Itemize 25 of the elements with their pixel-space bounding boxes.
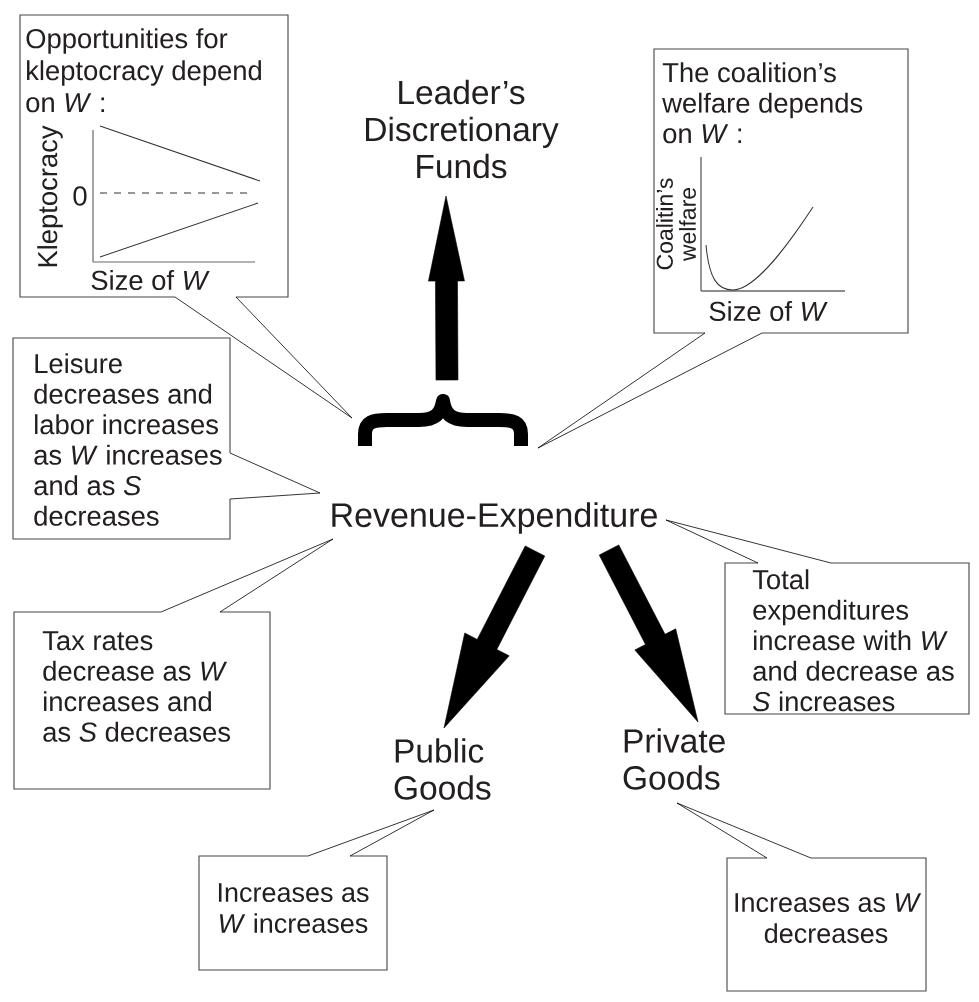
callout-pointer xyxy=(537,332,763,449)
callout-pointer xyxy=(174,296,353,419)
concept-label: Leader’s Discretionary Funds xyxy=(366,79,559,179)
callout-pointer xyxy=(307,809,435,857)
block-arrow xyxy=(428,195,465,381)
axis-label: Coalitin’s welfare xyxy=(656,178,696,270)
callout-box: Leisure decreases and labor increases as W increases and as S decreases xyxy=(12,337,231,540)
callout-pointer xyxy=(665,519,832,564)
callout-box: Increases as W decreases xyxy=(726,857,927,992)
block-arrow xyxy=(443,545,546,729)
axis-label: Size of W xyxy=(709,300,828,322)
curly-brace xyxy=(358,394,528,446)
callout-box: Tax rates decrease as W increases and as S decreases xyxy=(13,611,271,790)
concept-label: Public Goods xyxy=(394,738,491,800)
callout-pointer xyxy=(676,802,812,859)
concept-label: Private Goods xyxy=(623,728,725,790)
axis-label: Kleptocracy xyxy=(37,125,63,267)
callout-pointer xyxy=(160,538,334,613)
callout-box: Total expenditures increase with W and decrease as S increases xyxy=(724,562,970,715)
tick-label: 0 xyxy=(73,186,87,206)
concept-label: Revenue-Expenditure xyxy=(332,502,657,534)
callout-pointer xyxy=(229,452,321,500)
callout-box: Increases as W increases xyxy=(198,855,388,971)
axis-label: Size of W xyxy=(91,269,210,291)
block-arrow xyxy=(598,544,699,723)
